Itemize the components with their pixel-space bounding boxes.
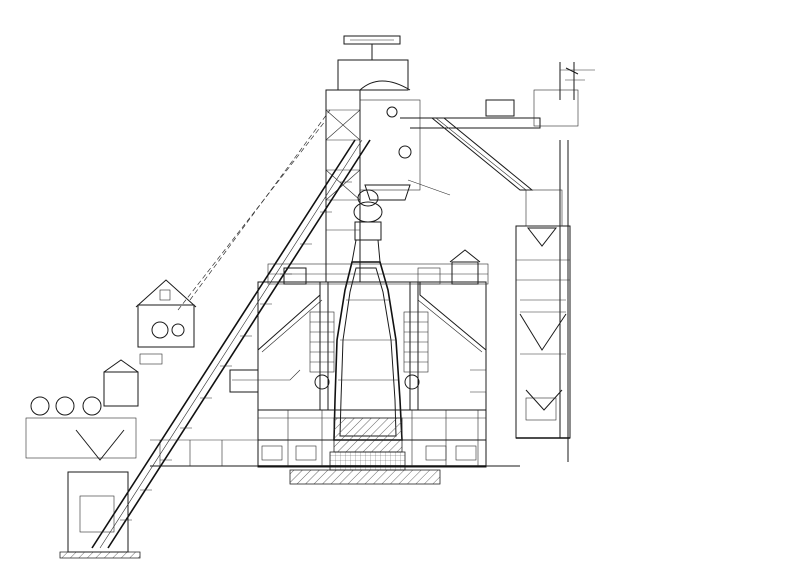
upper-tower: [325, 35, 451, 283]
ground-line: [150, 439, 520, 467]
right-bin-tower: [515, 140, 571, 462]
gas-downcomer: [400, 62, 595, 191]
foundation-slab: [289, 451, 441, 485]
stockhouse: [25, 359, 141, 559]
skip-bridge: [91, 109, 371, 549]
winch-house: [135, 279, 197, 365]
furnace-frame: [229, 249, 489, 468]
furnace-shaft: [333, 189, 403, 453]
